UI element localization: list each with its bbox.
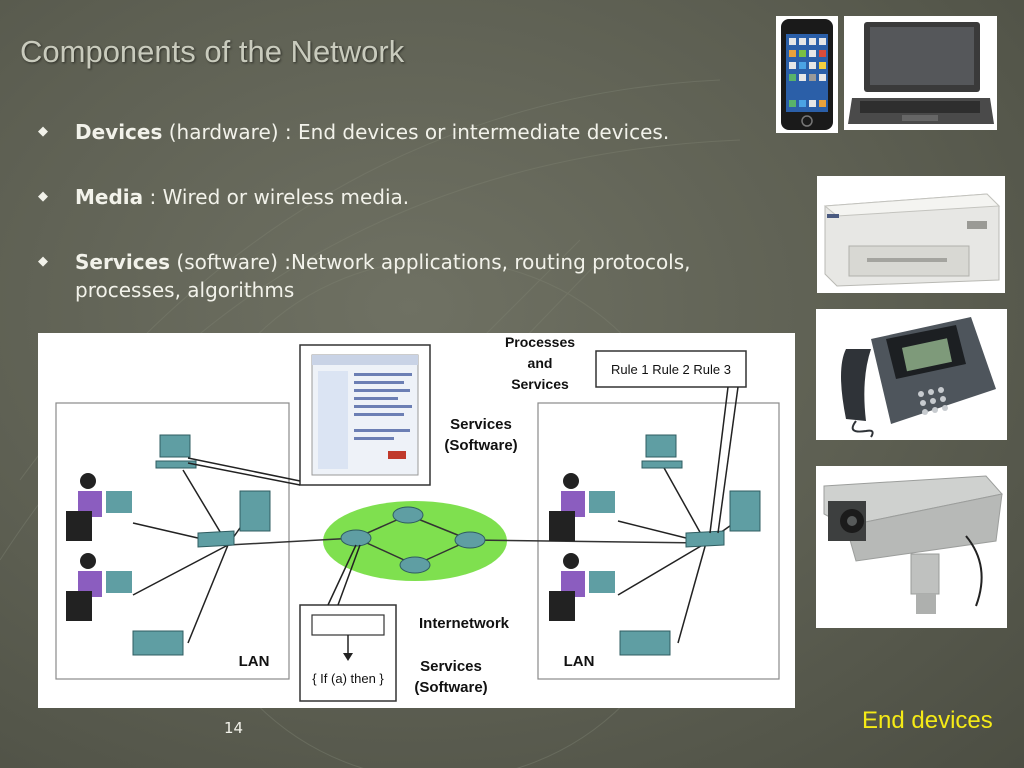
lan-left-label: LAN xyxy=(239,653,270,670)
smartphone-photo xyxy=(776,16,838,133)
processes-label-line2: and xyxy=(528,355,553,371)
bullet-media-text: : Wired or wireless media. xyxy=(143,185,410,209)
diamond-bullet-icon: ◆ xyxy=(38,189,48,204)
processes-label-line1: Processes xyxy=(505,334,575,350)
services-top-line1: Services xyxy=(450,416,512,433)
lan-right-label: LAN xyxy=(564,653,595,670)
ip-phone-icon xyxy=(841,317,996,438)
rules-callout xyxy=(595,350,747,388)
end-devices-caption: End devices xyxy=(862,707,993,734)
page-number: 14 xyxy=(224,719,244,737)
bullet-services-text: (software) :Network applications, routin… xyxy=(75,250,691,302)
bullet-services-bold: Services xyxy=(75,250,171,274)
bullet-devices-text: (hardware) : End devices or intermediate… xyxy=(162,120,670,144)
services-bottom-line2: (Software) xyxy=(414,679,487,696)
bullet-media-bold: Media xyxy=(75,185,144,209)
code-label: { If (a) then } xyxy=(312,671,384,686)
laptop-photo xyxy=(844,16,997,130)
rules-label: Rule 1 Rule 2 Rule 3 xyxy=(611,362,731,377)
left-lan-devices xyxy=(66,434,271,656)
smartphone-icon xyxy=(781,19,833,130)
router-icons xyxy=(340,506,486,574)
right-lan-devices xyxy=(549,434,761,656)
laptop-icon xyxy=(848,22,994,124)
printer-icon xyxy=(823,193,1001,287)
services-bottom-line1: Services xyxy=(420,658,482,675)
diamond-bullet-icon: ◆ xyxy=(38,124,48,139)
processes-label-line3: Services xyxy=(511,376,569,392)
services-top-line2: (Software) xyxy=(444,437,517,454)
internetwork-cloud xyxy=(323,501,507,581)
security-camera-photo xyxy=(816,466,1007,628)
network-diagram: Processes and Services Rule 1 Rule 2 Rul… xyxy=(38,333,795,708)
network-diagram-svg: Processes and Services Rule 1 Rule 2 Rul… xyxy=(55,334,780,702)
internetwork-label: Internetwork xyxy=(419,615,510,632)
slide-title: Components of the Network xyxy=(20,34,405,69)
diamond-bullet-icon: ◆ xyxy=(38,254,48,269)
printer-photo xyxy=(817,176,1005,293)
security-camera-icon xyxy=(823,475,1003,614)
bullet-devices-bold: Devices xyxy=(75,120,163,144)
ip-phone-photo xyxy=(816,309,1007,440)
